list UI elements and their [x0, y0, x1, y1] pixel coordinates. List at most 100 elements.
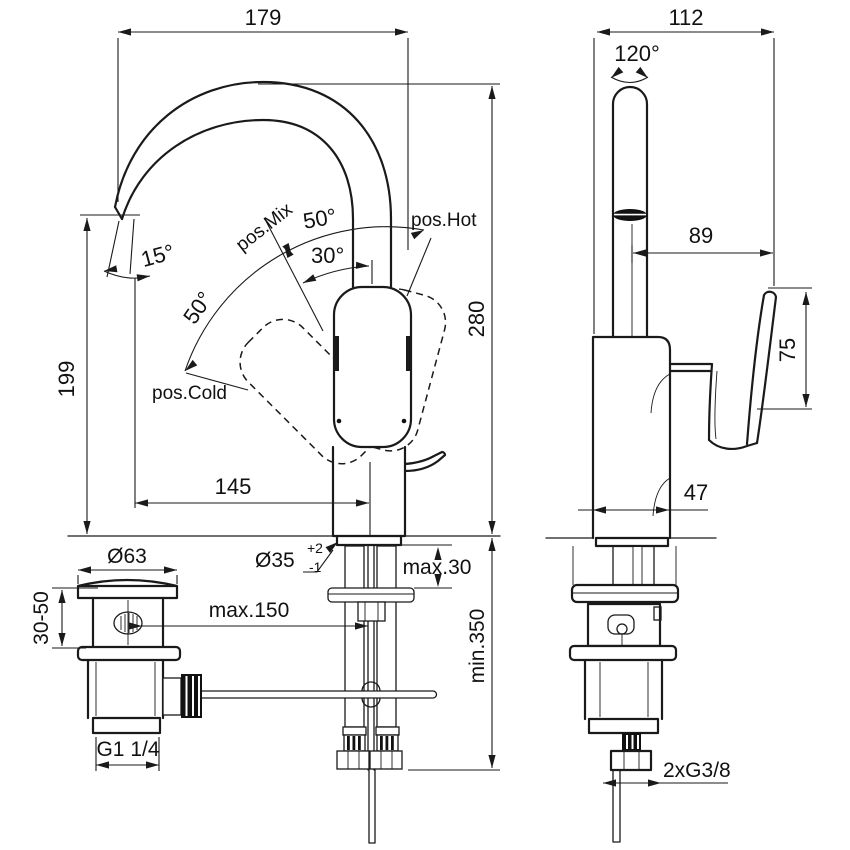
dim-dia63: [77, 566, 178, 584]
dim-89-label: 89: [689, 223, 713, 248]
spout-outer-curve: [113, 80, 393, 289]
dia35-tol-minus: -1: [309, 559, 322, 575]
body-side: [591, 290, 778, 540]
waste-plug-cap: [76, 578, 179, 600]
front-view: 179 199 145 280 min.350: [30, 5, 501, 844]
arc-50-50: [184, 226, 425, 372]
waste-flange: [76, 645, 182, 662]
dim-g114-label: G1 1/4: [96, 738, 159, 761]
body-cosmetic-lines: [650, 370, 718, 517]
angle-30-label: 30°: [311, 243, 344, 268]
angle-120-label: 120°: [614, 41, 660, 66]
mix-radial-line: [265, 220, 324, 332]
dim-179-label: 179: [245, 5, 282, 30]
mounting-hardware-side: [568, 536, 680, 843]
dim-max30-label: max.30: [403, 556, 472, 579]
hose-nut-facets: [347, 751, 393, 769]
connection-nut-side: [609, 749, 653, 772]
washer-extension-lines: [572, 546, 677, 585]
hose-end-ribs: [347, 736, 394, 750]
dim-g38: [603, 779, 728, 787]
angle-120-marker: [610, 66, 649, 84]
dim-145-label: 145: [215, 474, 252, 499]
dia35-tol-plus: +2: [307, 540, 323, 556]
hose-gap-lines: [632, 546, 643, 586]
hot-radial-line: [406, 237, 432, 297]
hose-gap: [633, 547, 642, 585]
dim-max150-label: max.150: [209, 599, 290, 622]
dim-g114: [95, 737, 160, 771]
drain-knob-front: [403, 450, 447, 473]
side-view: 112 120° 89 75 47: [545, 5, 812, 843]
angle-15-marker: [103, 218, 151, 282]
supply-hoses-front: [201, 545, 438, 844]
pullrod-vertical-front: [367, 545, 375, 771]
popup-waste-assembly: [76, 578, 202, 735]
angle-15-label: 15°: [138, 239, 177, 272]
dim-145: [134, 278, 371, 536]
dim-dia35: [303, 542, 338, 573]
hose-collar-right: [375, 726, 400, 736]
handle-front: [332, 285, 413, 449]
dim-112: [593, 28, 775, 334]
dim-dia63-label: Ø63: [107, 545, 147, 568]
mounting-nut-front: [357, 601, 386, 622]
dim-g38-label: 2xG3/8: [663, 759, 731, 782]
pos-cold-label: pos.Cold: [152, 383, 227, 404]
handle-ghost-cold: [239, 318, 386, 465]
dim-47-label: 47: [684, 480, 708, 505]
dim-47: [578, 506, 708, 514]
spout-inner-curve: [120, 118, 355, 289]
drain-rod-lower-front: [368, 768, 376, 844]
mounting-washer-front: [327, 587, 415, 603]
braided-hose-left: [344, 545, 365, 728]
dim-89: [631, 245, 773, 263]
tailpiece-side: [583, 658, 664, 735]
dim-max30: [401, 544, 452, 589]
dim-75: [757, 287, 812, 410]
horizontal-linkage-rod: [201, 690, 438, 699]
lower-flange-side: [568, 644, 678, 662]
waste-tailpiece: [86, 658, 165, 735]
connection-nut-facets: [623, 751, 640, 770]
hose-nut-right: [369, 750, 403, 770]
waste-side-outlet: [162, 677, 182, 716]
dim-3050-label: 30-50: [30, 591, 53, 645]
nut-facets-front: [364, 602, 379, 621]
dim-dia35-label: Ø35: [255, 549, 295, 572]
handle-escutcheon: [707, 362, 759, 451]
spout-side: [611, 85, 649, 339]
handle-dot-left: [336, 418, 342, 424]
hose-nut-left: [336, 750, 370, 770]
dim-199: [80, 214, 140, 534]
base-gasket-front: [335, 534, 403, 547]
rod-ball-joint: [361, 681, 381, 708]
spout-tip-face: [113, 205, 124, 221]
pos-hot-label: pos.Hot: [411, 210, 477, 231]
handle-edge-shading: [334, 336, 411, 371]
dim-min350-label: min.350: [466, 609, 489, 684]
handle-swivel-arcs: [184, 220, 432, 391]
dim-280-label: 280: [464, 301, 489, 338]
dim-min350: [408, 538, 500, 771]
faucet-front-outline: [113, 80, 447, 547]
waste-upper-body: [91, 596, 165, 649]
angle-50-cold-label: 50°: [178, 287, 218, 329]
waste-adjuster-knurl: [113, 611, 143, 635]
hose-collar-left: [342, 726, 367, 736]
handle-details: [334, 336, 411, 424]
cartridge-ledge: [668, 362, 713, 373]
nut-tab: [653, 606, 662, 621]
dim-179: [117, 28, 409, 250]
handle-lever-side: [745, 290, 778, 446]
handle-dot-right: [401, 418, 407, 424]
waste-tailpiece-inner: [95, 662, 156, 716]
mounting-washer-side: [570, 583, 680, 604]
rod-backing: [202, 690, 435, 699]
dim-112-label: 112: [668, 5, 703, 30]
coupling-grooves: [185, 676, 200, 716]
dim-280: [258, 83, 500, 534]
angle-50-top-label: 50°: [301, 203, 338, 233]
